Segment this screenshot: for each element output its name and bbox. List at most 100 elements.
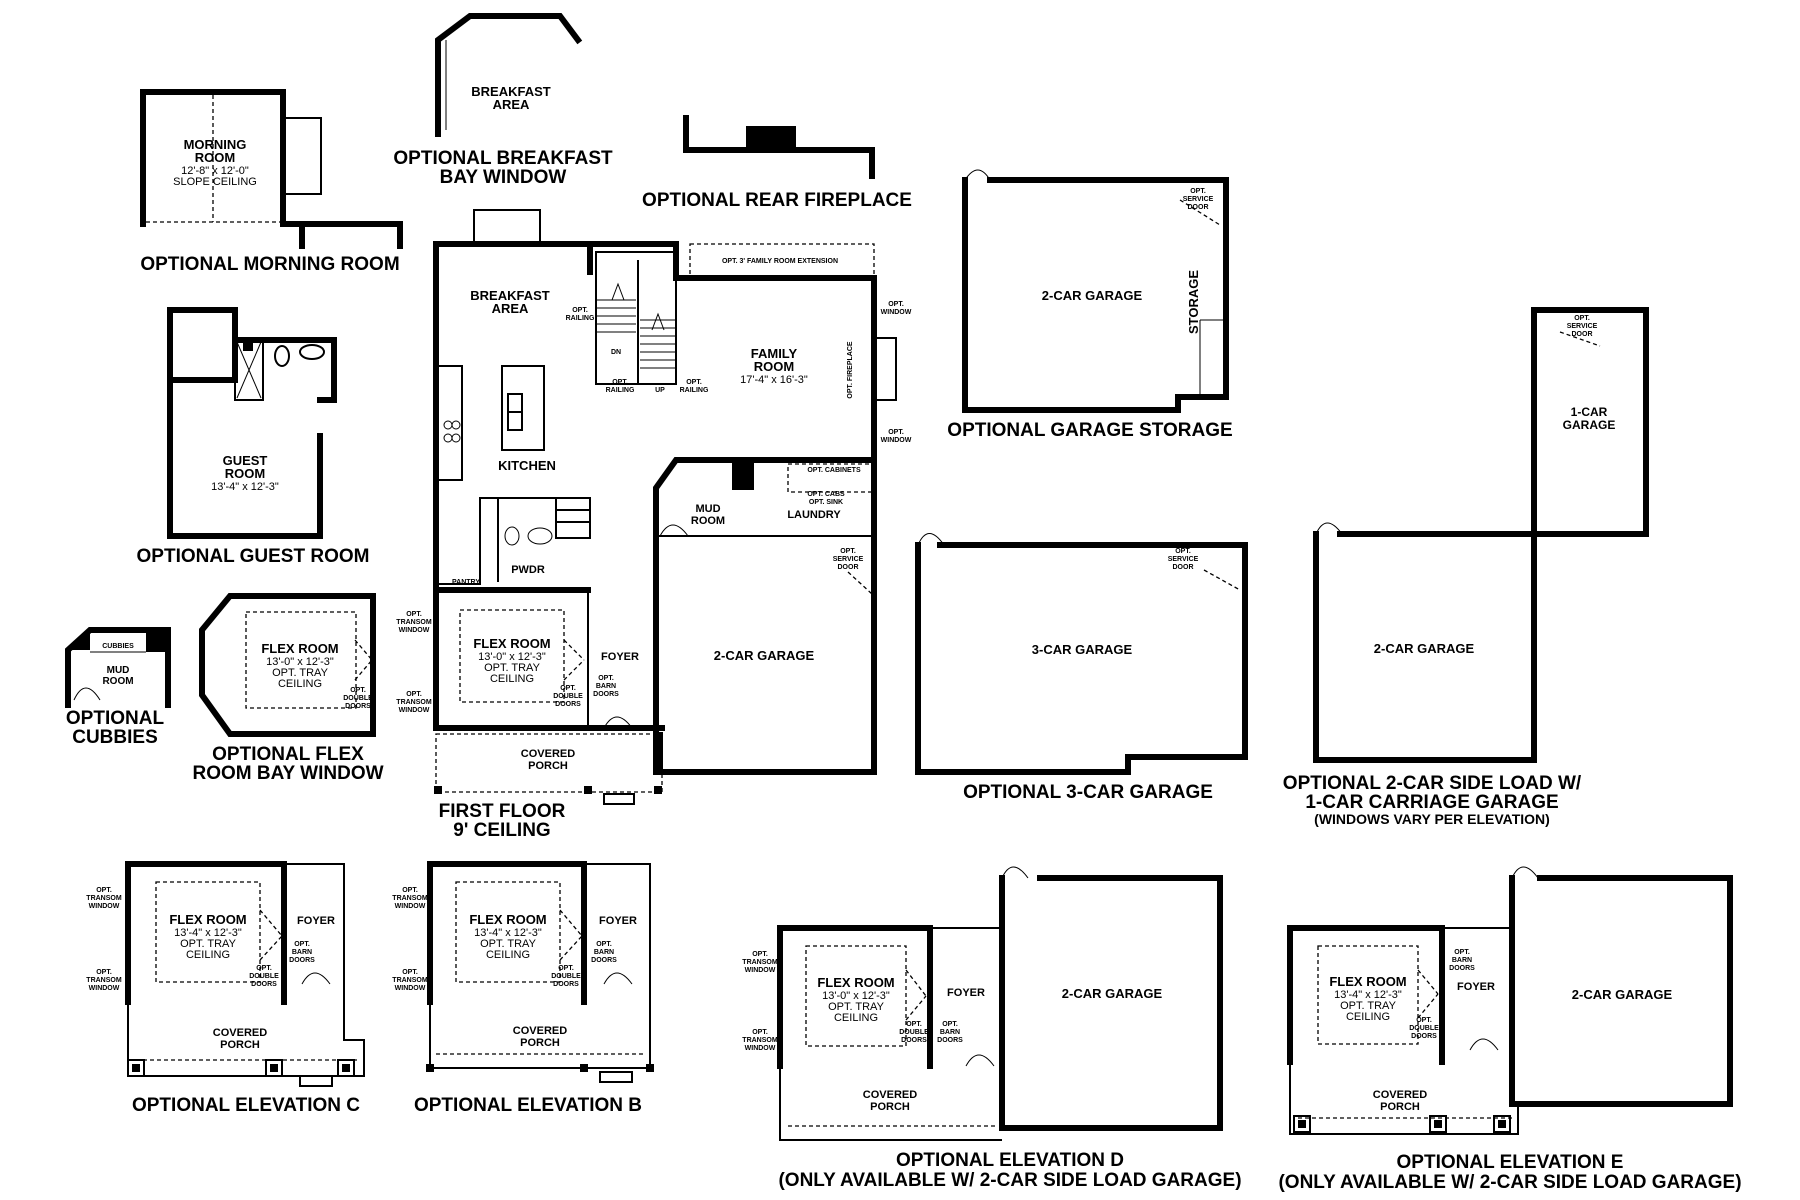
elev-c-double-opt: OPT. bbox=[256, 965, 272, 972]
elev-b-flex-dim: 13'-4" x 12'-3" bbox=[474, 927, 542, 939]
porch-label: PORCH bbox=[528, 760, 568, 772]
porch-covered-label: COVERED bbox=[521, 748, 575, 760]
transom-note-1: TRANSOM bbox=[396, 619, 432, 626]
barn-opt-note: OPT. bbox=[598, 675, 614, 682]
elevation-e-option: FLEX ROOM 13'-4" x 12'-3" OPT. TRAY CEIL… bbox=[1278, 866, 1742, 1193]
opt-cabs-note: OPT. CABS bbox=[807, 491, 845, 498]
elev-d-window-2: WINDOW bbox=[745, 1045, 776, 1052]
caption-elev-d-2: (ONLY AVAILABLE W/ 2-CAR SIDE LOAD GARAG… bbox=[778, 1170, 1241, 1191]
elev-c-covered-label: COVERED bbox=[213, 1027, 267, 1039]
bay-breakfast-label: BREAKFAST bbox=[471, 84, 551, 99]
three-car-opt-note: OPT. bbox=[1175, 548, 1191, 555]
barn-doors-note: DOORS bbox=[593, 691, 619, 698]
transom-note-2: TRANSOM bbox=[396, 699, 432, 706]
elev-d-flex-ceiling: CEILING bbox=[834, 1012, 878, 1024]
three-car-service-note: SERVICE bbox=[1168, 556, 1199, 563]
caption-elev-b: OPTIONAL ELEVATION B bbox=[414, 1095, 642, 1116]
elev-d-doors: DOORS bbox=[901, 1037, 927, 1044]
transom-opt-1: OPT. bbox=[406, 611, 422, 618]
elev-c-flex-label: FLEX ROOM bbox=[169, 912, 246, 927]
elev-d-garage-label: 2-CAR GARAGE bbox=[1062, 986, 1163, 1001]
railing-opt-1: OPT. bbox=[572, 307, 588, 314]
guest-label: GUEST bbox=[223, 453, 268, 468]
kitchen-label: KITCHEN bbox=[498, 458, 556, 473]
caption-morning-room: OPTIONAL MORNING ROOM bbox=[140, 254, 399, 275]
elev-b-flex-label: FLEX ROOM bbox=[469, 912, 546, 927]
caption-breakfast-bay-1: OPTIONAL BREAKFAST bbox=[393, 148, 613, 169]
caption-side-load-3: (WINDOWS VARY PER ELEVATION) bbox=[1314, 811, 1550, 827]
storage-service-note: SERVICE bbox=[1183, 196, 1214, 203]
caption-rear-fireplace: OPTIONAL REAR FIREPLACE bbox=[642, 190, 912, 211]
breakfast-bay-option: BREAKFAST AREA OPTIONAL BREAKFAST BAY WI… bbox=[393, 13, 613, 188]
elev-c-window-1: WINDOW bbox=[89, 903, 120, 910]
elev-b-covered-label: COVERED bbox=[513, 1025, 567, 1037]
caption-guest-room: OPTIONAL GUEST ROOM bbox=[137, 546, 370, 567]
transom-opt-2: OPT. bbox=[406, 691, 422, 698]
elev-d-window-1: WINDOW bbox=[745, 967, 776, 974]
railing-note-2: RAILING bbox=[606, 387, 635, 394]
pwdr-label: PWDR bbox=[511, 564, 545, 576]
three-car-garage-option: OPT. SERVICE DOOR 3-CAR GARAGE OPTIONAL … bbox=[915, 533, 1248, 803]
morning-room-label: MORNING bbox=[184, 137, 247, 152]
family-label: FAMILY bbox=[751, 346, 798, 361]
caption-flex-bay-1: OPTIONAL FLEX bbox=[212, 744, 364, 765]
mud-label: MUD bbox=[695, 503, 720, 515]
garage-opt-note: OPT. bbox=[840, 548, 856, 555]
bay-opt-note: OPT. bbox=[350, 687, 366, 694]
elev-b-double-opt: OPT. bbox=[558, 965, 574, 972]
caption-cubbies-2: CUBBIES bbox=[72, 727, 158, 748]
guest-room-option: GUEST ROOM 13'-4" x 12'-3" OPTIONAL GUES… bbox=[137, 307, 370, 567]
fireplace-note: OPT. FIREPLACE bbox=[847, 341, 854, 399]
laundry-label: LAUNDRY bbox=[787, 509, 841, 521]
elev-e-double: DOUBLE bbox=[1409, 1025, 1439, 1032]
guest-dim: 13'-4" x 12'-3" bbox=[211, 481, 279, 493]
one-car-label: 1-CAR bbox=[1571, 405, 1608, 419]
elev-d-foyer-label: FOYER bbox=[947, 987, 985, 999]
caption-first-floor-2: 9' CEILING bbox=[453, 820, 550, 841]
elev-e-double-opt: OPT. bbox=[1416, 1017, 1432, 1024]
elev-b-barn-opt: OPT. bbox=[596, 941, 612, 948]
elev-b-window-1: WINDOW bbox=[395, 903, 426, 910]
elev-e-flex-label: FLEX ROOM bbox=[1329, 974, 1406, 989]
railing-note-3: RAILING bbox=[680, 387, 709, 394]
elev-d-double: DOUBLE bbox=[899, 1029, 929, 1036]
elev-c-flex-ceiling: CEILING bbox=[186, 949, 230, 961]
rear-fireplace-option: OPTIONAL REAR FIREPLACE bbox=[642, 115, 912, 211]
side-load-garage-option: OPT. SERVICE DOOR 1-CAR GARAGE 2-CAR GAR… bbox=[1283, 307, 1649, 827]
elev-d-transom-opt-2: OPT. bbox=[752, 1029, 768, 1036]
stair-treads bbox=[596, 299, 676, 369]
elev-c-barn: BARN bbox=[292, 949, 312, 956]
flex-doors-note: DOORS bbox=[555, 701, 581, 708]
flex-ceiling: CEILING bbox=[490, 673, 534, 685]
elev-e-flex-ceiling: CEILING bbox=[1346, 1011, 1390, 1023]
caption-side-load-1: OPTIONAL 2-CAR SIDE LOAD W/ bbox=[1283, 773, 1582, 794]
elev-e-flex-tray: OPT. TRAY bbox=[1340, 1000, 1396, 1012]
elev-e-doors: DOORS bbox=[1411, 1033, 1437, 1040]
railing-opt-2: OPT. bbox=[612, 379, 628, 386]
storage-garage-label: 2-CAR GARAGE bbox=[1042, 288, 1143, 303]
elev-d-flex-tray: OPT. TRAY bbox=[828, 1001, 884, 1013]
caption-garage-storage: OPTIONAL GARAGE STORAGE bbox=[947, 420, 1232, 441]
side-load-garage-label: 2-CAR GARAGE bbox=[1374, 641, 1475, 656]
morning-room-label-2: ROOM bbox=[195, 150, 235, 165]
elev-b-window-2: WINDOW bbox=[395, 985, 426, 992]
caption-flex-bay-2: ROOM BAY WINDOW bbox=[192, 763, 383, 784]
elev-d-transom-1: TRANSOM bbox=[742, 959, 778, 966]
caption-first-floor-1: FIRST FLOOR bbox=[439, 801, 566, 822]
cubbies-mud-label: MUD bbox=[107, 665, 130, 676]
family-window-opt-1: OPT. bbox=[888, 301, 904, 308]
bay-flex-label: FLEX ROOM bbox=[261, 641, 338, 656]
bay-flex-ceiling: CEILING bbox=[278, 678, 322, 690]
transom-window-2: WINDOW bbox=[399, 707, 430, 714]
family-window-note-2: WINDOW bbox=[881, 437, 912, 444]
pantry-label: PANTRY bbox=[452, 579, 480, 586]
one-car-garage-label: GARAGE bbox=[1563, 418, 1616, 432]
garage-door-note: DOOR bbox=[838, 564, 859, 571]
caption-elev-e-2: (ONLY AVAILABLE W/ 2-CAR SIDE LOAD GARAG… bbox=[1278, 1172, 1741, 1193]
elev-b-flex-tray: OPT. TRAY bbox=[480, 938, 536, 950]
elevation-d-option: FLEX ROOM 13'-0" x 12'-3" OPT. TRAY CEIL… bbox=[742, 866, 1242, 1191]
flex-opt-note: OPT. bbox=[560, 685, 576, 692]
opt-cabinets-note: OPT. CABINETS bbox=[807, 467, 861, 474]
carriage-opt-note: OPT. bbox=[1574, 315, 1590, 322]
elev-e-porch-label: PORCH bbox=[1380, 1101, 1420, 1113]
